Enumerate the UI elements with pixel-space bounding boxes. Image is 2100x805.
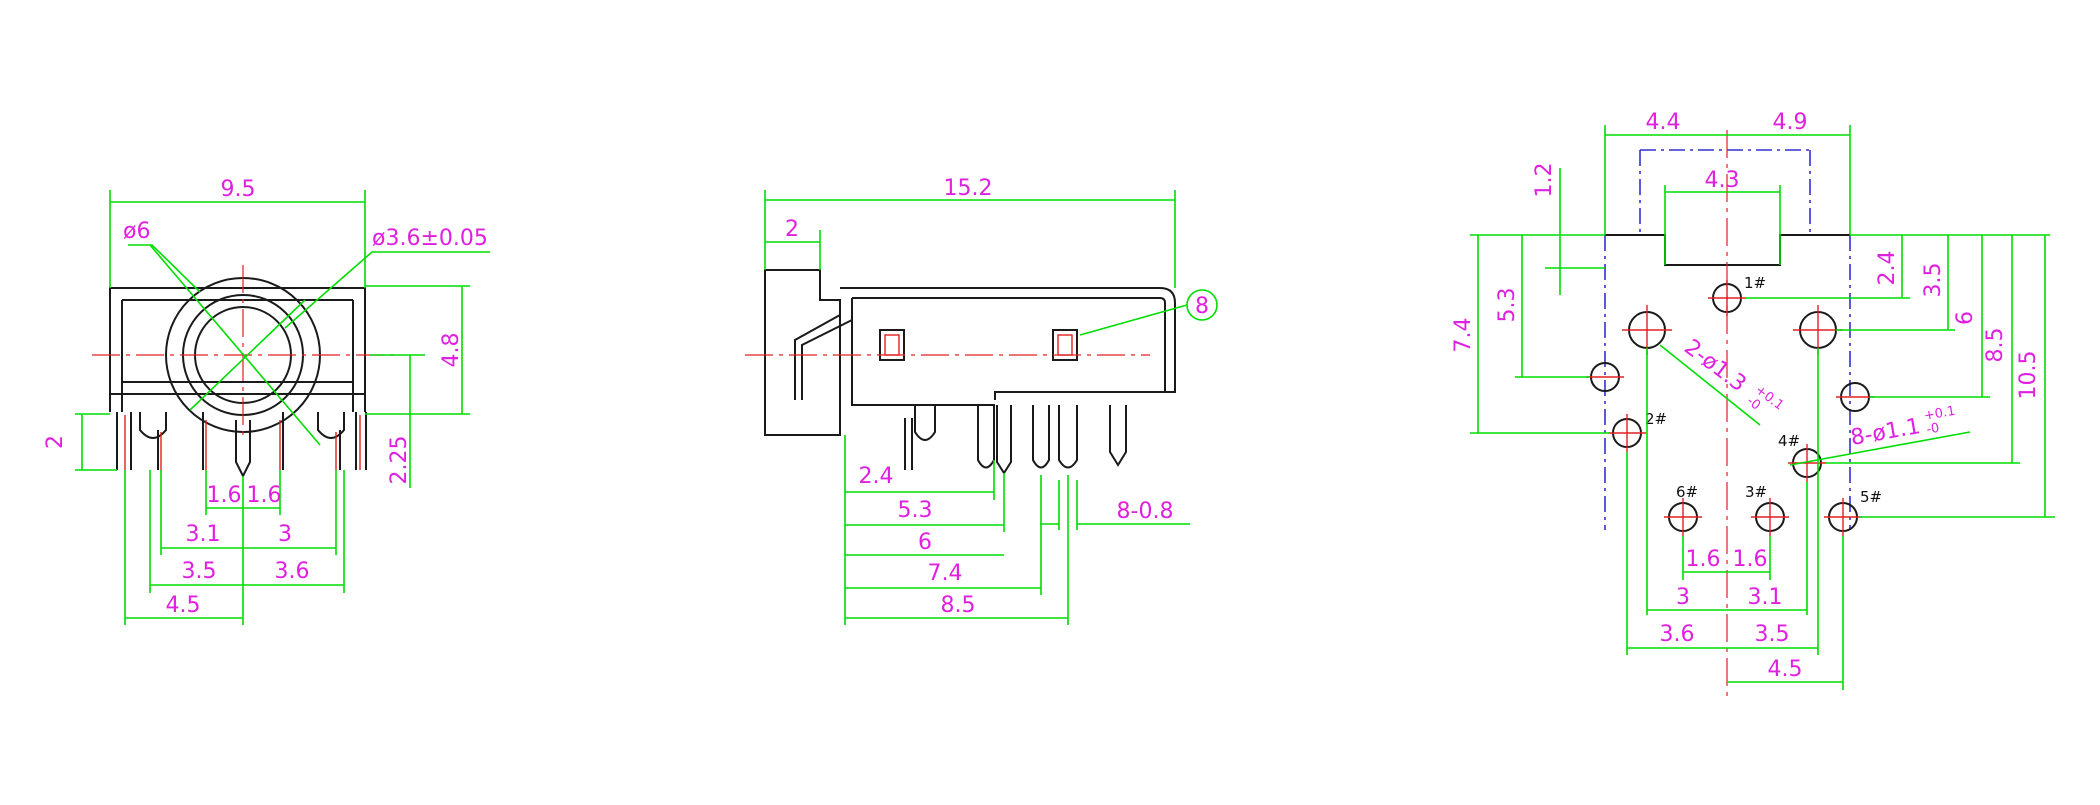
- dim-front-p7: 4.5: [166, 593, 201, 618]
- dim-pcb-b6: 3.5: [1755, 622, 1790, 647]
- pin-label-2: 2#: [1645, 410, 1667, 428]
- dim-hole-big: 2-ø1.3: [1679, 335, 1750, 397]
- side-square-1-inner: [884, 334, 900, 356]
- pin-label-6: 6#: [1676, 483, 1698, 501]
- dim-pcb-b4: 3.1: [1748, 585, 1783, 610]
- front-housing-inner: [121, 299, 354, 383]
- dim-front-p3: 3.1: [186, 522, 221, 547]
- pcb-hidden-lines: [1604, 149, 1851, 530]
- dim-front-p5: 3.5: [182, 559, 217, 584]
- side-pins: [904, 405, 1127, 475]
- dim-front-p2: 1.6: [247, 483, 282, 508]
- dim-pcb-r3: 6: [1953, 311, 1978, 325]
- dim-pcb-b7: 4.5: [1768, 657, 1803, 682]
- dim-hole-dia: ø3.6±0.05: [372, 226, 488, 251]
- side-body-top: [840, 287, 1176, 400]
- dim-pcb-b5: 3.6: [1660, 622, 1695, 647]
- dim-side-pins: 8-0.8: [1117, 499, 1174, 524]
- side-square-2-inner: [1057, 334, 1073, 356]
- dim-front-p4: 3: [278, 522, 292, 547]
- front-legs: [116, 412, 367, 479]
- dim-front-width: 9.5: [221, 177, 256, 202]
- pin-label-3: 3#: [1745, 483, 1767, 501]
- dim-side-flange: 2: [785, 217, 799, 242]
- dim-side-d1: 2.4: [859, 464, 894, 489]
- dim-front-p6: 3.6: [275, 559, 310, 584]
- side-square-1: [879, 329, 905, 361]
- dim-pcb-right: 4.9: [1773, 110, 1808, 135]
- dim-pcb-r5: 10.5: [2016, 351, 2041, 400]
- dim-pcb-b2: 1.6: [1733, 547, 1768, 572]
- dim-pcb-v1: 1.2: [1532, 163, 1557, 198]
- pcb-outline-top: [1605, 234, 1850, 266]
- dim-side-d5: 8.5: [941, 593, 976, 618]
- dim-pcb-left: 4.4: [1646, 110, 1681, 135]
- dim-pcb-slot: 4.3: [1705, 168, 1740, 193]
- pin-label-4: 4#: [1778, 432, 1800, 450]
- pin-label-1: 1#: [1744, 274, 1766, 292]
- dim-side-d4: 7.4: [928, 561, 963, 586]
- dim-hole-small-tol-up: +0.1: [1923, 404, 1957, 424]
- dim-side-d2: 5.3: [898, 498, 933, 523]
- dim-pcb-v2: 5.3: [1495, 288, 1520, 323]
- dim-pcb-v3: 7.4: [1451, 318, 1476, 353]
- dim-hole-small-tol-dn: -0: [1925, 421, 1940, 438]
- dim-hole-small: 8-ø1.1: [1849, 414, 1923, 451]
- front-diag-2: [149, 244, 321, 446]
- dim-side-d3: 6: [918, 530, 932, 555]
- front-view: 9.5 ø6 ø3.6±0.05 4.8 2.25 2 1.6 1.6 3.1 …: [43, 177, 490, 625]
- dim-pcb-b3: 3: [1676, 585, 1690, 610]
- dim-front-height: 4.8: [439, 333, 464, 368]
- front-shield-left: [109, 288, 123, 412]
- dim-pcb-b1: 1.6: [1686, 547, 1721, 572]
- dim-pcb-r1: 2.4: [1875, 251, 1900, 286]
- dim-pin-height: 2.25: [387, 436, 412, 485]
- dim-pin-length: 2: [43, 435, 68, 449]
- front-diag-1: [189, 299, 306, 411]
- front-shield-right: [352, 288, 366, 412]
- pin-label-5: 5#: [1860, 488, 1882, 506]
- side-body-inner: [852, 297, 1166, 392]
- side-body-bottom: [839, 298, 995, 435]
- dim-body-dia: ø6: [123, 219, 150, 244]
- dim-side-length: 15.2: [944, 176, 993, 201]
- dim-side-callout: 8: [1195, 294, 1209, 319]
- side-view: 15.2 2 8 2.4 5.3 6 7.4 8.5 8-0.8: [745, 176, 1218, 625]
- side-spring: [794, 314, 853, 400]
- pcb-holes: [1586, 280, 1874, 536]
- dim-front-p1: 1.6: [207, 483, 242, 508]
- dim-pcb-r4: 8.5: [1983, 328, 2008, 363]
- dim-pcb-r2: 3.5: [1921, 263, 1946, 298]
- pcb-view: 4.4 4.9 4.3 1# 2#: [1451, 110, 2055, 700]
- front-housing: [109, 287, 366, 395]
- side-square-2: [1052, 329, 1078, 361]
